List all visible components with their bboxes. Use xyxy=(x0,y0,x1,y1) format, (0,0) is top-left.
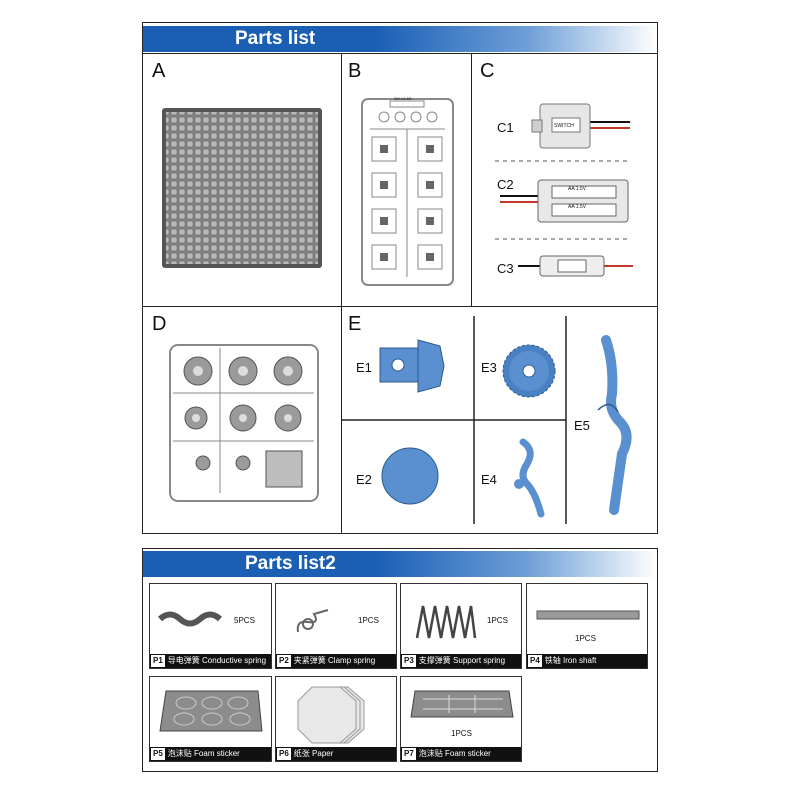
p1-qty: 5PCS xyxy=(234,616,255,625)
foam-sticker-sheet-icon xyxy=(159,690,263,732)
p3-en: Support spring xyxy=(453,656,506,665)
divider-dashed-1 xyxy=(495,160,630,162)
paper-stack-icon xyxy=(297,686,365,744)
p7-cn: 泡沫贴 xyxy=(418,749,443,758)
conductive-spring-icon xyxy=(157,611,223,627)
p2-qty: 1PCS xyxy=(358,616,379,625)
p1-en: Conductive spring xyxy=(202,656,267,665)
p2-en: Clamp spring xyxy=(328,656,376,665)
p1-cn: 导电弹簧 xyxy=(167,656,200,665)
section-c-label: C xyxy=(480,60,495,82)
p6-code: P6 xyxy=(277,748,291,760)
parts-list2-panel xyxy=(142,548,658,772)
e4-label: E4 xyxy=(481,472,497,487)
foam-sticker-strip-icon xyxy=(410,690,514,718)
section-e-dividers xyxy=(341,316,567,524)
p5-en: Foam sticker xyxy=(194,749,240,758)
c1-label: C1 xyxy=(497,120,514,135)
section-e-label: E xyxy=(348,313,362,335)
support-spring-icon xyxy=(415,605,477,639)
e2-disc-image xyxy=(381,447,439,505)
divider-dashed-2 xyxy=(495,238,630,240)
p6-en: Paper xyxy=(312,749,334,758)
p2-cn: 夹紧弹簧 xyxy=(293,656,326,665)
p5-code: P5 xyxy=(151,748,165,760)
parts-list2-banner: Parts list2 xyxy=(143,551,657,577)
section-d-label: D xyxy=(152,313,167,335)
e3-label: E3 xyxy=(481,360,497,375)
p7-qty: 1PCS xyxy=(451,729,472,738)
p6-cn: 纸张 xyxy=(293,749,310,758)
battery-box-c2-image xyxy=(500,179,629,223)
battery-1-marking: AA 1.5V xyxy=(568,186,587,192)
switch-c1-image xyxy=(531,103,630,149)
section-a-label: A xyxy=(152,60,166,82)
parts-list-title: Parts list xyxy=(235,28,316,49)
parts-list-banner: Parts list xyxy=(143,26,657,52)
c1-marking: SWITCH xyxy=(554,123,574,129)
e2-label: E2 xyxy=(356,472,372,487)
e5-label: E5 xyxy=(574,418,590,433)
p5-cn: 泡沫贴 xyxy=(167,749,192,758)
sprue-b-marking: 2M-14-6S xyxy=(394,96,412,101)
e3-gear-image xyxy=(502,344,556,398)
p4-qty: 1PCS xyxy=(575,634,596,643)
clamp-spring-icon xyxy=(296,609,329,633)
c3-label: C3 xyxy=(497,261,514,276)
section-b-label: B xyxy=(348,60,362,82)
p4-cn: 铁轴 xyxy=(544,656,561,665)
p2-code: P2 xyxy=(277,655,291,667)
battery-2-marking: AA 1.5V xyxy=(568,204,587,210)
e4-hook-image xyxy=(514,438,545,518)
sprue-frame-b-image xyxy=(361,98,454,286)
p7-en: Foam sticker xyxy=(445,749,491,758)
parts-list2-title: Parts list2 xyxy=(245,553,336,574)
p1-code: P1 xyxy=(151,655,165,667)
e1-bevel-gear-image xyxy=(379,339,445,393)
solar-panel-image xyxy=(162,108,322,268)
p3-code: P3 xyxy=(402,655,416,667)
p3-cn: 支撑弹簧 xyxy=(418,656,451,665)
c2-label: C2 xyxy=(497,177,514,192)
p4-code: P4 xyxy=(528,655,542,667)
p4-en: Iron shaft xyxy=(563,656,597,665)
p7-code: P7 xyxy=(402,748,416,760)
connector-c3-image xyxy=(518,255,633,277)
p3-qty: 1PCS xyxy=(487,616,508,625)
iron-shaft-icon xyxy=(536,610,640,620)
e1-label: E1 xyxy=(356,360,372,375)
gear-sprue-d-image xyxy=(169,344,319,502)
e5-crank-arm-image xyxy=(597,335,632,515)
